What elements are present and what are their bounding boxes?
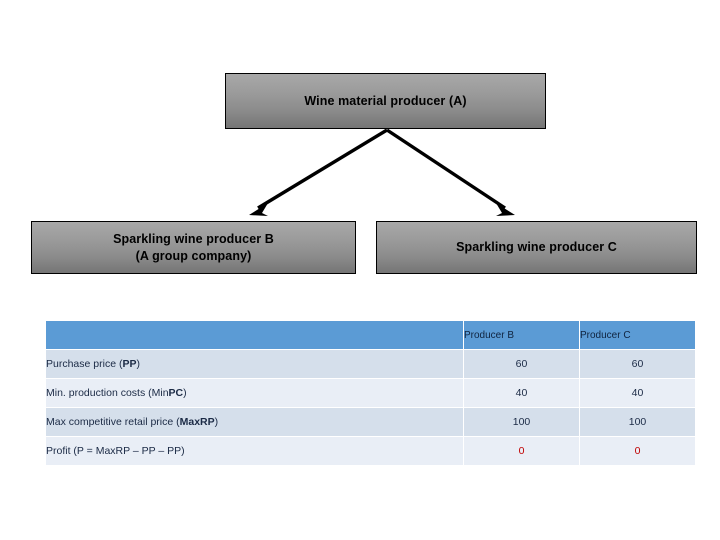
cell-producer-c-max-retail-price: 100 <box>580 408 695 436</box>
row-label-max-competitive-retail-price: Max competitive retail price (MaxRP) <box>46 408 463 436</box>
row-label-prefix: Profit (P = MaxRP – PP – PP) <box>46 445 185 457</box>
process-box-producer-c[interactable]: Sparkling wine producer C <box>376 221 697 274</box>
row-label-purchase-price: Purchase price (PP) <box>46 350 463 378</box>
process-box-producer-c-label: Sparkling wine producer C <box>456 240 617 254</box>
cell-producer-b-max-retail-price: 100 <box>464 408 579 436</box>
column-header-producer-b: Producer B <box>464 321 579 349</box>
cell-producer-c-profit: 0 <box>580 437 695 465</box>
row-label-suffix: ) <box>214 416 219 428</box>
process-box-producer-a-label: Wine material producer (A) <box>304 93 467 108</box>
row-label-suffix: ) <box>183 387 187 399</box>
process-box-producer-b[interactable]: Sparkling wine producer B (A group compa… <box>31 221 356 274</box>
table-row: Profit (P = MaxRP – PP – PP) 0 0 <box>46 437 695 465</box>
row-label-bold: PC <box>168 387 184 399</box>
cell-producer-b-profit: 0 <box>464 437 579 465</box>
row-label-prefix: Max competitive retail price ( <box>46 416 180 428</box>
row-label-bold: MaxRP <box>179 416 215 428</box>
row-label-suffix: ) <box>136 358 140 370</box>
table-row: Max competitive retail price (MaxRP) 100… <box>46 408 695 436</box>
row-label-bold: PP <box>122 358 137 370</box>
cell-producer-b-purchase-price: 60 <box>464 350 579 378</box>
column-header-label <box>46 321 463 349</box>
table-header-row: Producer B Producer C <box>46 321 695 349</box>
table-row: Purchase price (PP) 60 60 <box>46 350 695 378</box>
table-row: Min. production costs (MinPC) 40 40 <box>46 379 695 407</box>
column-header-producer-c: Producer C <box>580 321 695 349</box>
producer-comparison-table: Producer B Producer C Purchase price (PP… <box>45 320 696 466</box>
cell-producer-c-min-production-costs: 40 <box>580 379 695 407</box>
row-label-min-production-costs: Min. production costs (MinPC) <box>46 379 463 407</box>
row-label-profit: Profit (P = MaxRP – PP – PP) <box>46 437 463 465</box>
table-body: Purchase price (PP) 60 60 Min. productio… <box>46 350 695 465</box>
cell-producer-b-min-production-costs: 40 <box>464 379 579 407</box>
process-box-producer-a[interactable]: Wine material producer (A) <box>225 73 546 129</box>
arrow-a-to-b <box>249 128 388 216</box>
row-label-prefix: Purchase price ( <box>46 358 123 370</box>
arrow-a-to-c <box>386 128 515 216</box>
row-label-prefix: Min. production costs (Min <box>46 387 169 399</box>
table-header: Producer B Producer C <box>46 321 695 349</box>
process-box-producer-b-label: Sparkling wine producer B (A group compa… <box>113 231 274 263</box>
cell-producer-c-purchase-price: 60 <box>580 350 695 378</box>
